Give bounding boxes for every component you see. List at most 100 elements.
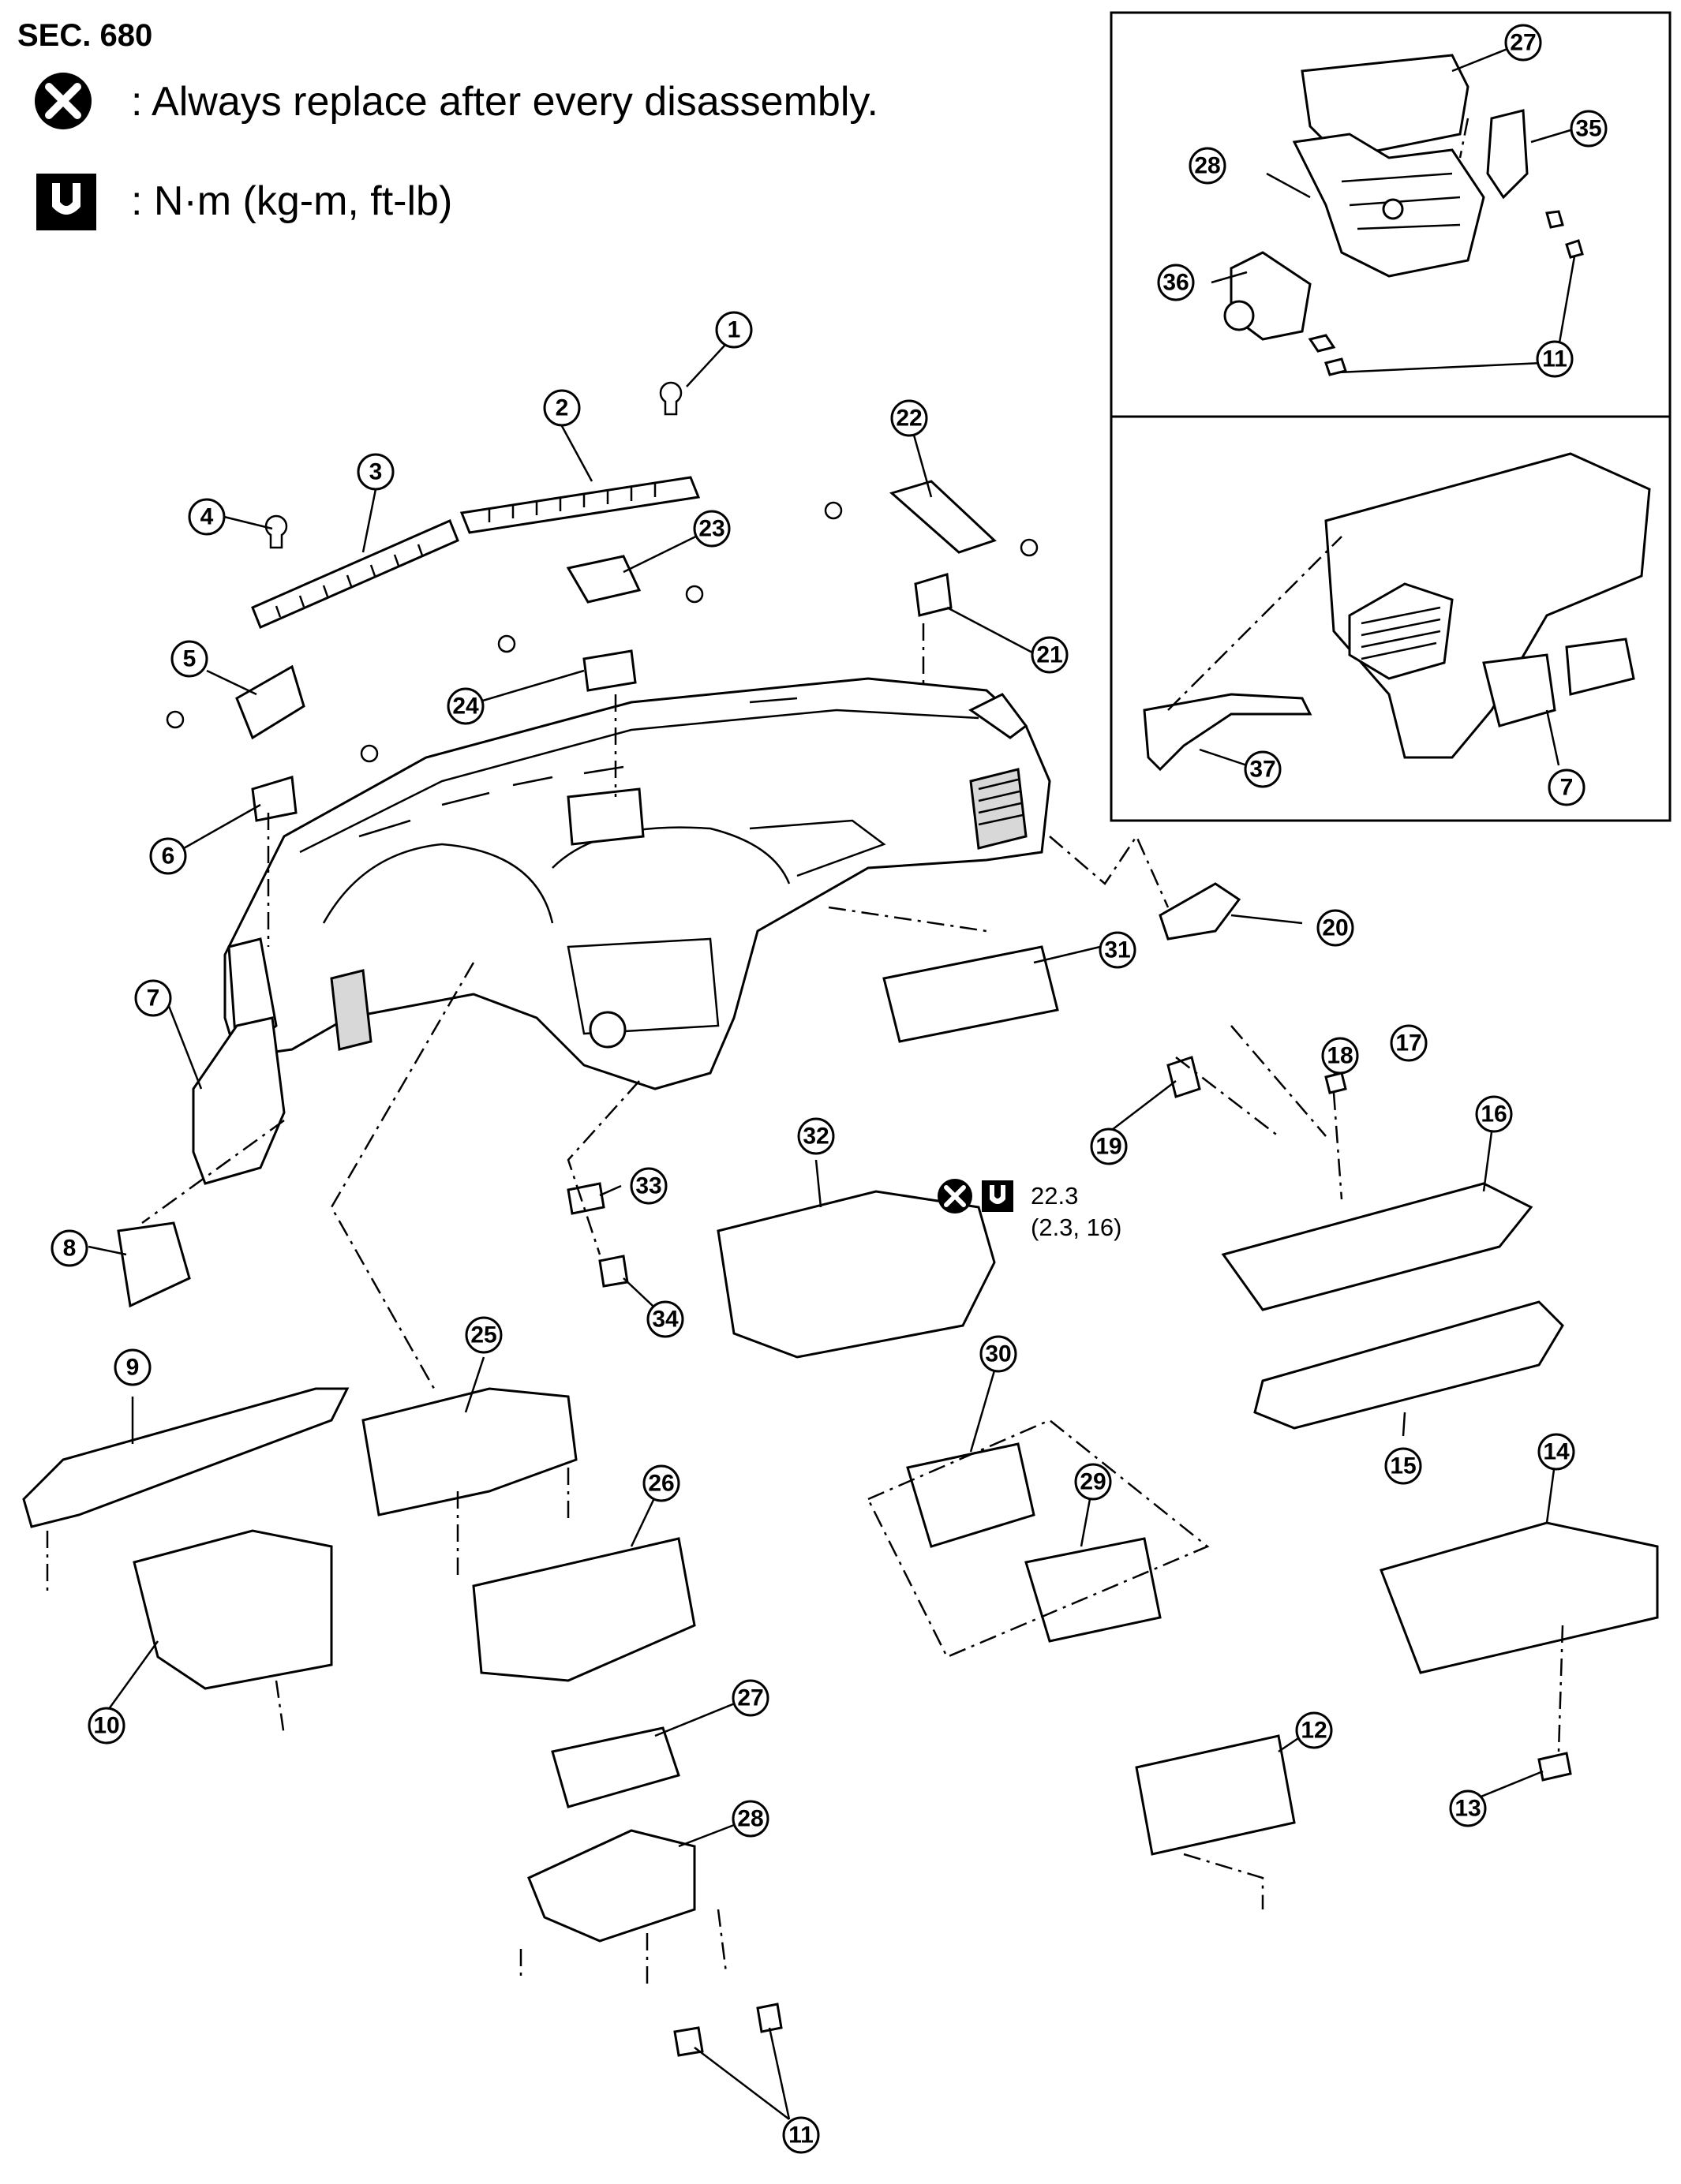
svg-text:9: 9 [126, 1355, 140, 1381]
wrench-icon [982, 1180, 1013, 1212]
svg-text:14: 14 [1543, 1439, 1570, 1465]
callout-31: 31 [1099, 931, 1136, 969]
svg-text:30: 30 [985, 1341, 1011, 1367]
part-ring-33 [567, 1182, 605, 1215]
callout-8: 8 [51, 1229, 88, 1267]
callout-5: 5 [170, 640, 208, 678]
part-socket-34 [598, 1255, 629, 1288]
callout-18: 18 [1321, 1037, 1359, 1075]
callout-27-inset: 27 [1504, 24, 1542, 62]
svg-text:25: 25 [470, 1322, 496, 1348]
callout-1: 1 [715, 311, 753, 349]
svg-text:19: 19 [1095, 1134, 1121, 1160]
torque-value: 22.3 [1031, 1182, 1078, 1210]
svg-text:36: 36 [1162, 270, 1189, 296]
svg-text:2: 2 [556, 395, 569, 421]
svg-text:6: 6 [162, 843, 175, 869]
callout-6: 6 [149, 837, 187, 875]
part-cluster-lid-26 [472, 1537, 696, 1682]
callout-36: 36 [1157, 264, 1195, 301]
svg-text:8: 8 [63, 1236, 77, 1262]
svg-text:34: 34 [652, 1307, 679, 1333]
svg-text:21: 21 [1036, 642, 1062, 668]
svg-text:27: 27 [1510, 30, 1536, 56]
callout-21: 21 [1031, 636, 1069, 674]
svg-text:13: 13 [1454, 1796, 1481, 1822]
svg-text:15: 15 [1390, 1453, 1416, 1479]
svg-text:28: 28 [1194, 153, 1220, 179]
callout-30: 30 [979, 1335, 1017, 1373]
x-circle-icon [938, 1179, 972, 1214]
callout-7-inset: 7 [1548, 769, 1586, 806]
callout-7: 7 [134, 979, 172, 1017]
callout-16: 16 [1475, 1095, 1513, 1133]
svg-text:35: 35 [1575, 116, 1601, 142]
svg-text:10: 10 [93, 1713, 119, 1739]
callout-37: 37 [1244, 750, 1282, 788]
callout-9: 9 [114, 1348, 152, 1386]
svg-text:26: 26 [648, 1471, 674, 1497]
svg-text:11: 11 [1542, 346, 1567, 372]
x-circle-icon [35, 73, 92, 129]
part-ac-control-12 [1135, 1734, 1296, 1856]
part-center-cluster-32 [717, 1190, 996, 1359]
callout-14: 14 [1537, 1433, 1575, 1471]
callout-33: 33 [630, 1167, 668, 1205]
callout-12: 12 [1295, 1711, 1333, 1749]
part-knee-protector-10 [133, 1529, 333, 1690]
svg-text:18: 18 [1327, 1043, 1353, 1069]
part-clip-11b [756, 2003, 783, 2033]
callout-27: 27 [732, 1679, 769, 1717]
callout-15: 15 [1384, 1447, 1422, 1485]
callout-28-inset: 28 [1189, 147, 1226, 185]
callout-2: 2 [543, 389, 581, 427]
wrench-icon [36, 174, 96, 230]
section-label: SEC. 680 [17, 18, 152, 53]
part-harness-19 [1166, 1056, 1201, 1098]
callout-35: 35 [1570, 110, 1608, 148]
part-finisher-8 [117, 1221, 191, 1308]
part-lower-panel-9 [22, 1387, 350, 1528]
svg-text:7: 7 [1560, 775, 1574, 801]
callout-34: 34 [646, 1300, 684, 1338]
callout-19: 19 [1090, 1128, 1128, 1165]
callout-13: 13 [1449, 1789, 1487, 1827]
svg-text:5: 5 [183, 646, 197, 672]
callout-10: 10 [88, 1707, 125, 1745]
callout-26: 26 [642, 1464, 680, 1502]
speaker-grilles [166, 480, 1039, 822]
inset-steering-column-covers [1211, 46, 1584, 376]
svg-text:12: 12 [1301, 1718, 1327, 1744]
svg-text:3: 3 [369, 459, 383, 485]
svg-text:24: 24 [452, 694, 479, 720]
svg-text:29: 29 [1080, 1469, 1106, 1495]
side-vent-left [192, 1016, 286, 1185]
callout-25: 25 [465, 1316, 503, 1354]
part-column-cover-lower-28 [527, 1829, 696, 1943]
inset-side-panel [1143, 452, 1651, 772]
instrument-panel-main [223, 677, 1051, 1090]
callout-22: 22 [890, 399, 928, 437]
callout-32: 32 [797, 1117, 835, 1155]
svg-text:4: 4 [200, 504, 214, 530]
svg-text:31: 31 [1104, 937, 1130, 963]
callout-3: 3 [357, 453, 395, 491]
inset-box-lower [1110, 415, 1672, 822]
callout-20: 20 [1316, 909, 1354, 947]
part-switch-13 [1537, 1752, 1572, 1782]
callout-29: 29 [1074, 1463, 1112, 1501]
part-finisher-20 [1159, 882, 1241, 941]
torque-spec: 22.3 (2.3, 16) [938, 1179, 1121, 1241]
callout-23: 23 [693, 510, 731, 548]
defroster-grilles [251, 381, 701, 629]
legend-replace-text: : Always replace after every disassembly… [131, 79, 878, 125]
svg-text:33: 33 [635, 1173, 661, 1199]
callout-17: 17 [1390, 1024, 1428, 1062]
part-glove-box-lid-15 [1253, 1300, 1564, 1430]
callout-24: 24 [447, 687, 485, 725]
svg-text:17: 17 [1395, 1030, 1421, 1056]
svg-text:32: 32 [803, 1124, 829, 1150]
part-stopper-18 [1324, 1071, 1347, 1094]
svg-text:37: 37 [1249, 757, 1275, 783]
